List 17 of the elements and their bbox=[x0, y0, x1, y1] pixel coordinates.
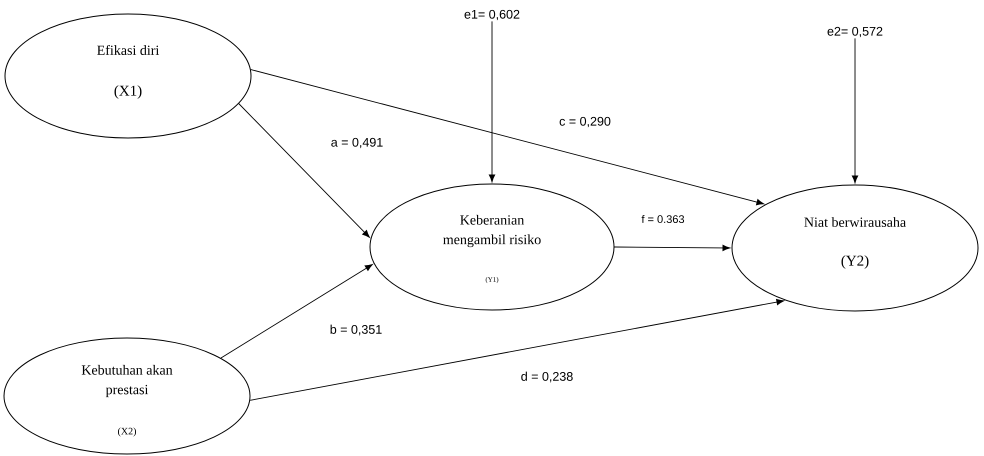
edge-label: f = 0.363 bbox=[640, 214, 686, 224]
ellipse-node: Efikasi diri (X1) bbox=[4, 14, 252, 138]
edge-label: d = 0,238 bbox=[520, 370, 574, 384]
arrow bbox=[488, 20, 496, 182]
arrow bbox=[220, 264, 373, 358]
ellipse-node: Kebutuhan akan prestasi (X2) bbox=[4, 338, 250, 454]
arrow bbox=[852, 38, 858, 184]
error-label: e2= 0,572 bbox=[828, 26, 882, 38]
arrow bbox=[238, 103, 370, 238]
arrow bbox=[250, 298, 784, 401]
arrow bbox=[614, 244, 730, 252]
error-label: e1= 0,602 bbox=[464, 10, 520, 20]
edge-label: c = 0,290 bbox=[558, 116, 612, 128]
arrow bbox=[250, 69, 764, 206]
edge-label: a = 0,491 bbox=[330, 136, 384, 150]
ellipse-node: Niat berwirausaha (Y2) bbox=[732, 184, 978, 312]
edge-label: b = 0,351 bbox=[328, 324, 384, 336]
